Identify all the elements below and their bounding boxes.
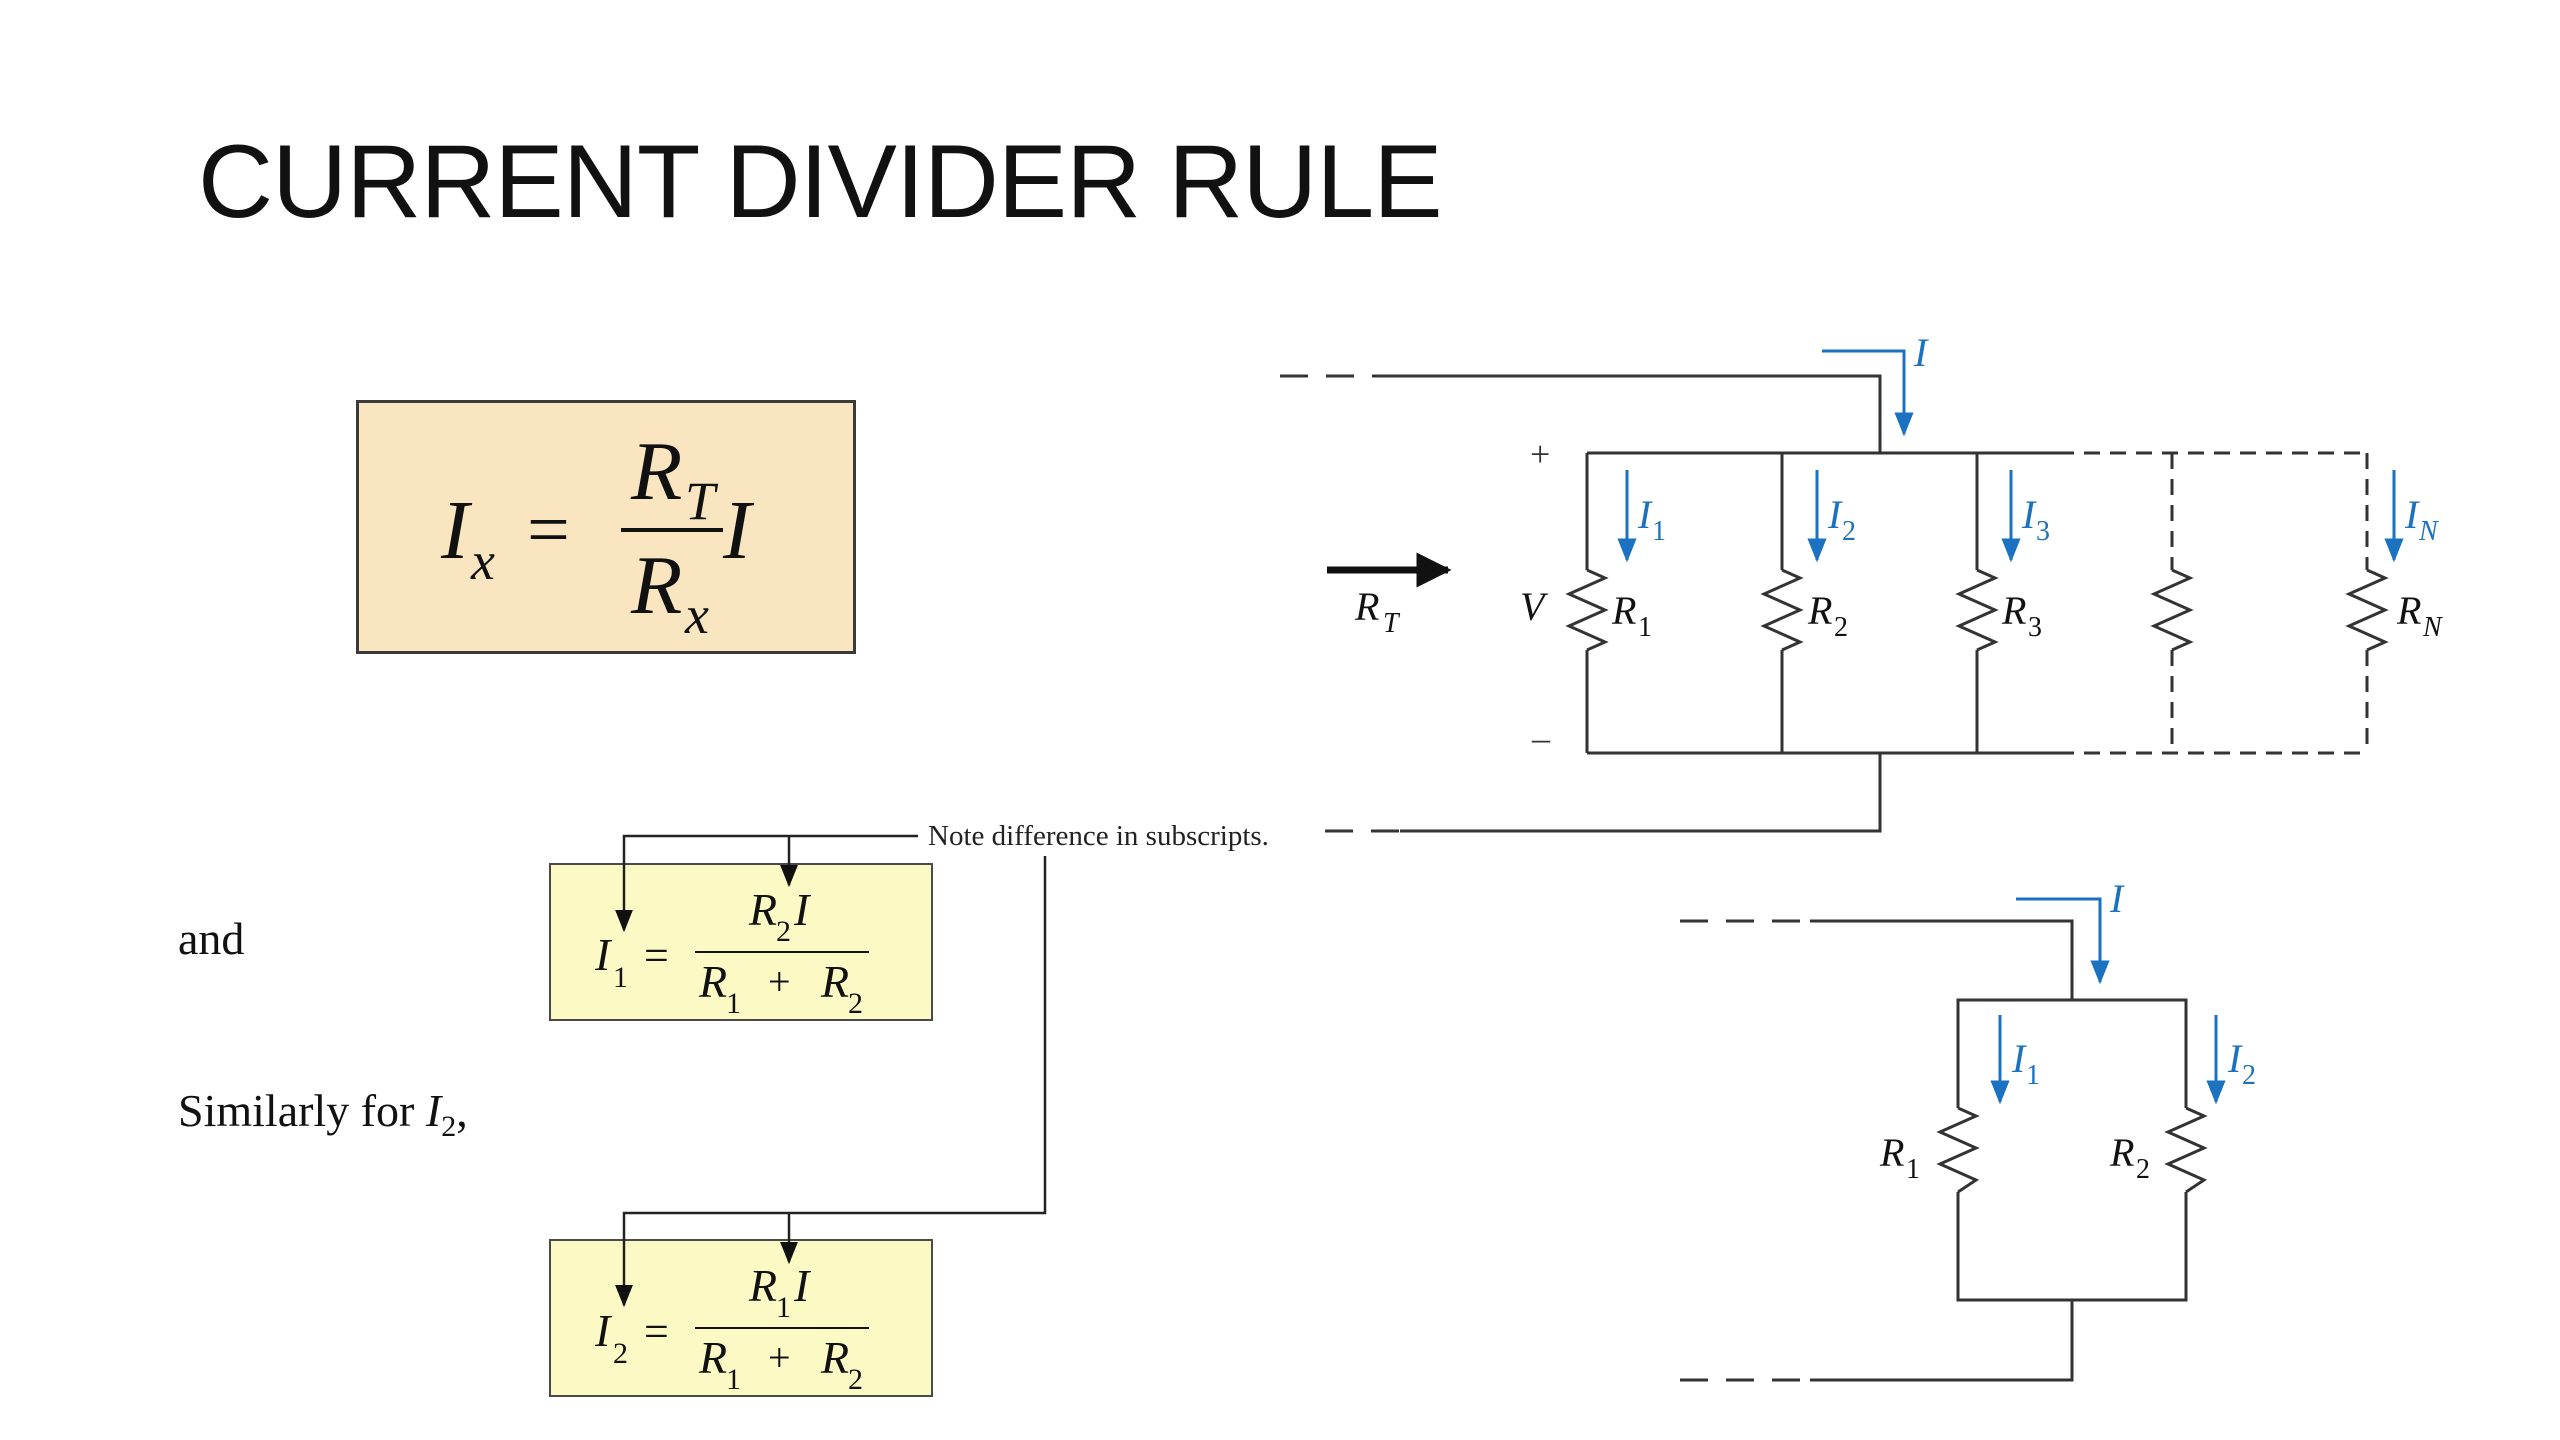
rt-sub: T [1383, 608, 1401, 639]
i3-sub: 3 [2036, 516, 2050, 547]
formula-1-box: I 1 R 2 I R 1 R 2 = + [549, 863, 933, 1021]
formula-1-den-sub2: 2 [848, 987, 863, 1020]
formula-2-den-sub2: 2 [848, 1363, 863, 1396]
c2-r1-sub: 1 [1906, 1154, 1920, 1185]
formula-1-plus: + [768, 959, 791, 1004]
i1-label: I [1637, 492, 1653, 537]
main-formula-factor: I [722, 484, 755, 577]
formula-1-lhs: I [594, 929, 613, 980]
main-formula-num-sub: T [685, 471, 719, 531]
formula-2-plus: + [768, 1335, 791, 1380]
c2-r2-label: R [2109, 1130, 2134, 1175]
rt-label: R [1354, 584, 1379, 629]
r1-sub: 1 [1638, 612, 1652, 643]
text-similarly-prefix: Similarly for [178, 1085, 426, 1136]
main-formula-lhs: I [440, 484, 473, 577]
main-formula-den: R [630, 539, 682, 632]
formula-2-box: I 2 R 1 I R 1 R 2 = + [549, 1239, 933, 1397]
formula-1-num-r: R [748, 884, 777, 935]
main-formula-num: R [630, 425, 682, 518]
formula-1-lhs-sub: 1 [613, 961, 628, 994]
note-leader-lines [615, 834, 1047, 1308]
formula-2-lhs-sub: 2 [613, 1337, 628, 1370]
source-current-arrow [1822, 349, 1914, 437]
c2-i1-label: I [2011, 1036, 2027, 1081]
formula-1-den-r1: R [698, 956, 727, 1007]
source-current-label: I [1913, 330, 1929, 375]
formula-1-den-r2: R [820, 956, 849, 1007]
rn-label: R [2396, 588, 2421, 633]
formula-1-den-sub1: 1 [726, 987, 741, 1020]
r2-sub: 2 [1834, 612, 1848, 643]
i2-label: I [1827, 492, 1843, 537]
formula-1-equals: = [644, 931, 669, 980]
r1-label: R [1611, 588, 1636, 633]
formula-2-num-i: I [793, 1260, 812, 1311]
text-similarly: Similarly for I2, [178, 1084, 468, 1144]
formula-2-lhs: I [594, 1305, 613, 1356]
main-formula: I x R T R x I = [440, 425, 755, 645]
c2-i2-label: I [2227, 1036, 2243, 1081]
circuit-2: I I I 1 2 R R 1 2 [1680, 876, 2256, 1382]
text-similarly-sub: 2 [441, 1110, 457, 1144]
leader-to-i2-sub [615, 856, 1047, 1308]
i3-label: I [2021, 492, 2037, 537]
c2-r2-sub: 2 [2136, 1154, 2150, 1185]
formula-2-den-r1: R [698, 1332, 727, 1383]
formula-1-num-sub: 2 [776, 915, 791, 948]
leader-to-i1-sub [615, 834, 918, 933]
i2-sub: 2 [1842, 516, 1856, 547]
rn-sub: N [2422, 612, 2443, 643]
c2-source-current-label: I [2109, 876, 2125, 921]
main-formula-box: I x R T R x I = [356, 400, 856, 654]
formula-2-den-sub1: 1 [726, 1363, 741, 1396]
slide-title: CURRENT DIVIDER RULE [198, 124, 1443, 240]
in-label: I [2404, 492, 2420, 537]
formula-1: I 1 R 2 I R 1 R 2 = + [594, 884, 869, 1020]
note-text: Note difference in subscripts. [928, 820, 1269, 852]
minus-sign: – [1531, 718, 1551, 758]
text-similarly-var: I [425, 1085, 442, 1136]
plus-sign: + [1530, 434, 1550, 474]
formula-2-num-sub: 1 [776, 1291, 791, 1324]
formula-2: I 2 R 1 I R 1 R 2 = + [594, 1260, 869, 1396]
text-and: and [178, 913, 245, 964]
main-formula-equals: = [527, 488, 570, 572]
c2-i2-sub: 2 [2242, 1060, 2256, 1091]
r3-sub: 3 [2028, 612, 2042, 643]
formula-2-equals: = [644, 1307, 669, 1356]
circuit-1: I I I I I 1 2 3 N R R R R V R 1 2 3 N T … [1280, 330, 2443, 833]
r2-label: R [1807, 588, 1832, 633]
formula-2-num-r: R [748, 1260, 777, 1311]
formula-2-den-r2: R [820, 1332, 849, 1383]
i1-sub: 1 [1652, 516, 1666, 547]
voltage-label: V [1520, 584, 1549, 629]
main-formula-lhs-sub: x [470, 531, 495, 591]
r3-label: R [2001, 588, 2026, 633]
text-similarly-suffix: , [456, 1085, 468, 1136]
c2-r1-label: R [1879, 1130, 1904, 1175]
c2-i1-sub: 1 [2026, 1060, 2040, 1091]
in-sub: N [2418, 516, 2439, 547]
main-formula-den-sub: x [684, 585, 709, 645]
formula-1-num-i: I [793, 884, 812, 935]
c2-source-current-arrow [2016, 897, 2110, 985]
